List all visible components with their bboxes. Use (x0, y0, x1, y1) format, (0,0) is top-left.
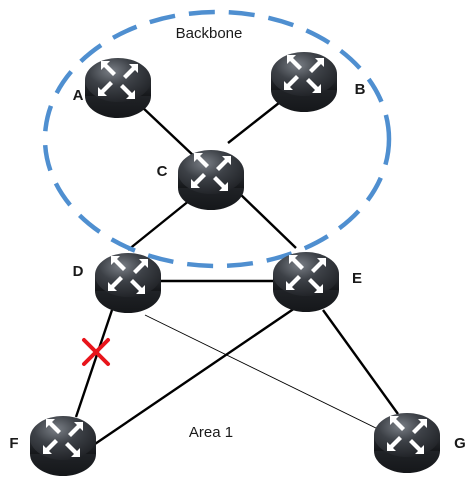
links-layer (74, 98, 399, 447)
router-f: F (9, 416, 96, 476)
link-d-g (144, 314, 385, 433)
router-icon (85, 58, 151, 118)
link-e-g (322, 309, 399, 415)
routers-layer: A B C D E F G (9, 52, 466, 476)
router-label-e: E (352, 270, 362, 287)
router-icon (95, 253, 161, 313)
link-failure-x-icon (82, 338, 110, 366)
link-c-d (127, 199, 191, 251)
router-icon (178, 150, 244, 210)
backbone-area-boundary (42, 9, 392, 269)
link-e-f (91, 307, 296, 447)
router-icon (30, 416, 96, 476)
link-b-c (227, 98, 285, 144)
router-g: G (374, 413, 466, 473)
router-label-b: B (355, 81, 366, 98)
router-icon (273, 252, 339, 312)
router-c: C (157, 150, 244, 210)
link-a-c (140, 105, 197, 159)
link-d-f (74, 309, 114, 418)
router-b: B (271, 52, 366, 112)
router-label-d: D (73, 263, 84, 280)
router-label-c: C (157, 163, 168, 180)
router-d: D (73, 253, 161, 313)
area1-label: Area 1 (189, 424, 233, 441)
router-a: A (73, 58, 151, 118)
router-label-f: F (9, 435, 18, 452)
backbone-area-label: Backbone (176, 25, 243, 42)
router-icon (374, 413, 440, 473)
router-label-g: G (454, 435, 466, 452)
router-e: E (273, 252, 362, 312)
link-c-e (237, 191, 297, 249)
router-label-a: A (73, 87, 84, 104)
router-icon (271, 52, 337, 112)
